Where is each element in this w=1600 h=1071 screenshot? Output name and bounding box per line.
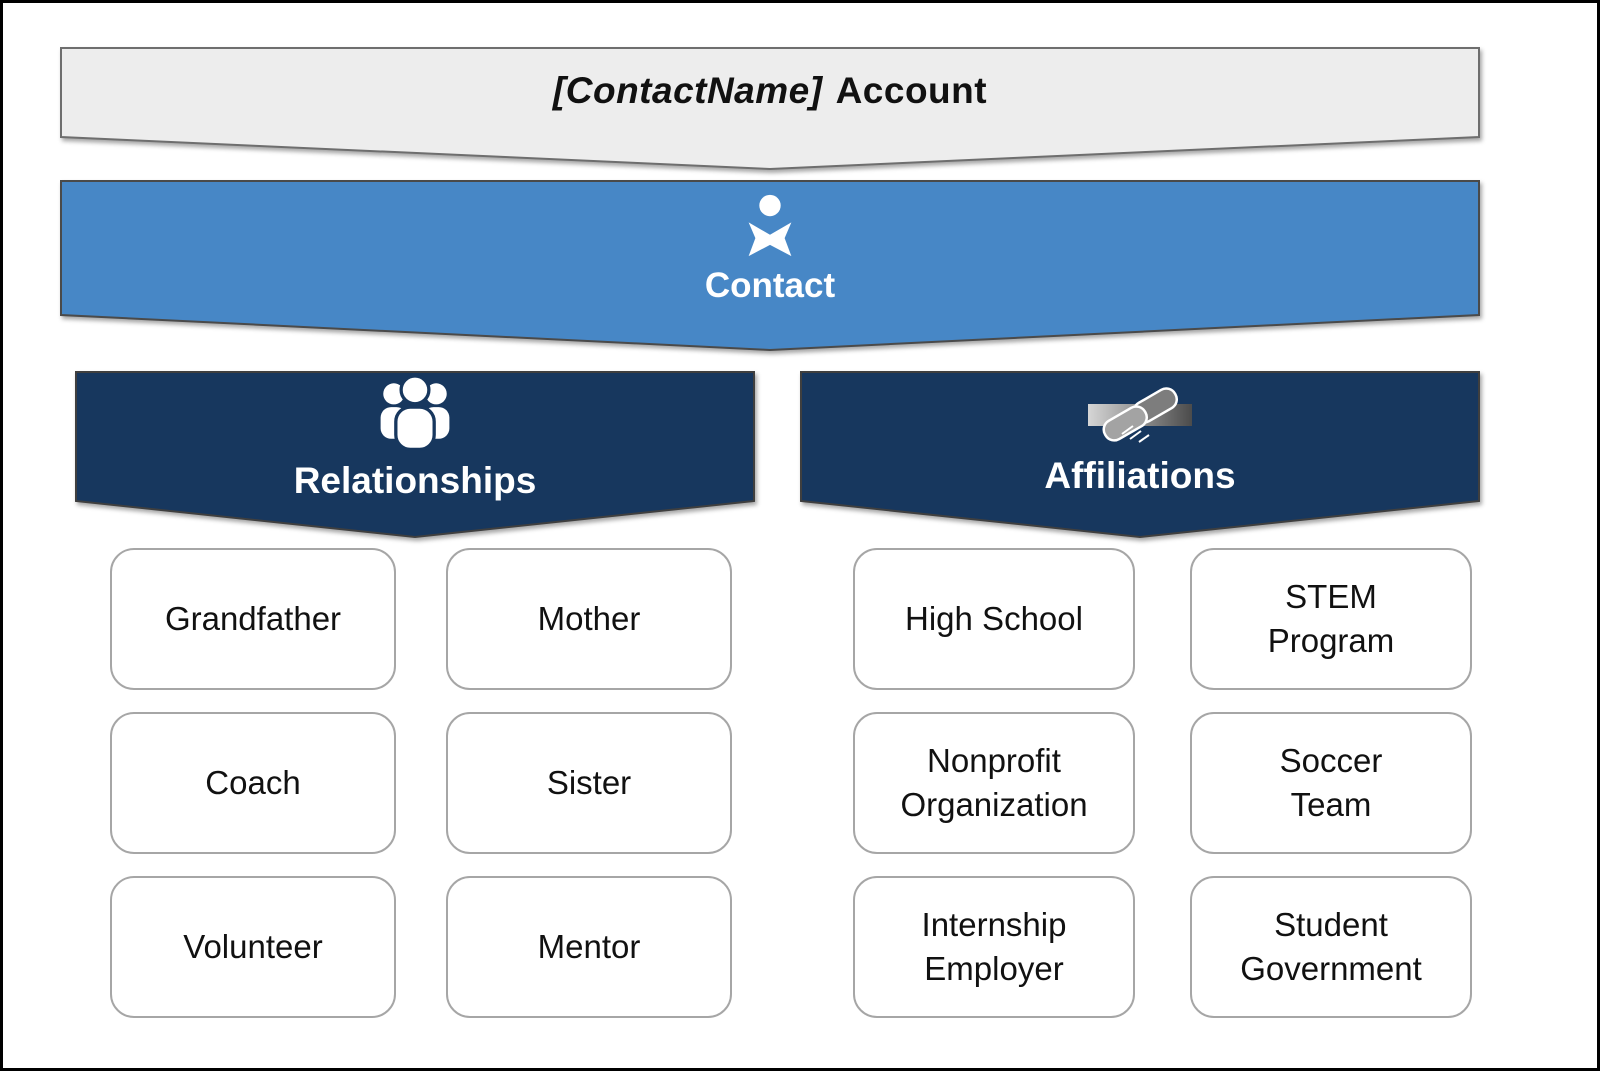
relationships-banner: Relationships [75, 371, 755, 539]
item-label: High School [905, 600, 1083, 638]
people-group-icon [372, 374, 458, 456]
account-banner-shape [60, 47, 1480, 171]
person-icon [734, 192, 806, 264]
account-banner-content: [ContactName] Account [60, 47, 1480, 171]
item-label: Student Government [1240, 906, 1422, 987]
item-box: Nonprofit Organization [853, 712, 1135, 854]
item-box: Coach [110, 712, 396, 854]
item-box: Grandfather [110, 548, 396, 690]
contact-banner-shape [60, 180, 1480, 352]
item-box: Internship Employer [853, 876, 1135, 1018]
affiliations-banner-content: Affiliations [800, 371, 1480, 539]
contact-name-placeholder: [ContactName] [552, 70, 823, 111]
item-label: STEM Program [1267, 578, 1395, 659]
item-label: Grandfather [164, 600, 342, 638]
item-box: Sister [446, 712, 732, 854]
relationships-label: Relationships [293, 460, 537, 501]
item-box: High School [853, 548, 1135, 690]
affiliations-banner-shape [800, 371, 1480, 539]
account-label: Account [835, 70, 988, 111]
item-label: Soccer Team [1279, 742, 1383, 823]
item-box: Mother [446, 548, 732, 690]
contact-label: Contact [704, 266, 836, 305]
item-label: Mentor [537, 928, 641, 966]
affiliations-label: Affiliations [1044, 455, 1236, 496]
contact-banner: Contact [60, 180, 1480, 352]
item-box: Student Government [1190, 876, 1472, 1018]
item-label: Sister [546, 764, 632, 802]
item-label: Coach [205, 764, 301, 802]
item-label: Volunteer [183, 928, 323, 966]
account-banner: [ContactName] Account [60, 47, 1480, 171]
item-box: Soccer Team [1190, 712, 1472, 854]
item-box: Volunteer [110, 876, 396, 1018]
account-title: [ContactName] Account [553, 70, 987, 112]
relationships-banner-shape [75, 371, 755, 539]
item-label: Mother [537, 600, 641, 638]
item-label: Internship Employer [921, 906, 1067, 987]
relationships-banner-content: Relationships [75, 371, 755, 539]
contact-banner-content: Contact [60, 180, 1480, 352]
affiliations-banner: Affiliations [800, 371, 1480, 539]
item-box: Mentor [446, 876, 732, 1018]
item-label: Nonprofit Organization [900, 742, 1088, 823]
handshake-icon [1088, 379, 1192, 451]
item-box: STEM Program [1190, 548, 1472, 690]
